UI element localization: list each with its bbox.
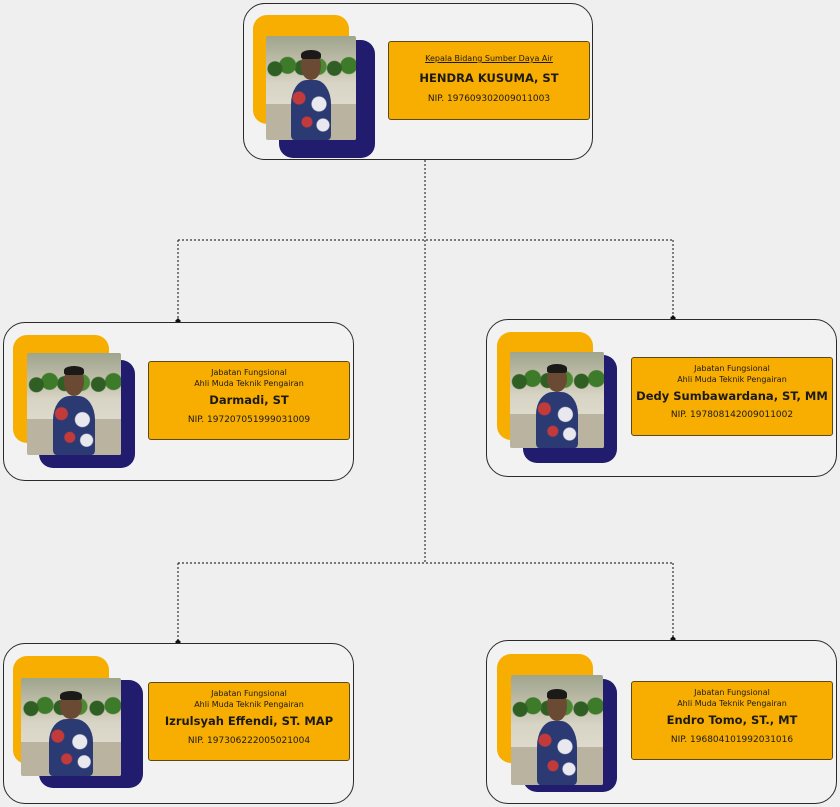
- member-1-info-box: Jabatan Fungsional Ahli Muda Teknik Peng…: [148, 361, 350, 440]
- member-2-role-line2: Ahli Muda Teknik Pengairan: [677, 375, 787, 384]
- member-4-photo: [511, 675, 603, 785]
- member-3-photo: [21, 678, 121, 776]
- member-3-role-line2: Ahli Muda Teknik Pengairan: [194, 700, 304, 709]
- member-1-role-line1: Jabatan Fungsional: [211, 368, 287, 377]
- member-2-nip: NIP. 197808142009011002: [670, 410, 794, 420]
- member-card-1: Jabatan Fungsional Ahli Muda Teknik Peng…: [3, 322, 354, 481]
- member-card-4: Jabatan Fungsional Ahli Muda Teknik Peng…: [486, 640, 837, 804]
- member-2-role-line1: Jabatan Fungsional: [694, 364, 770, 373]
- head-card: Kepala Bidang Sumber Daya Air HENDRA KUS…: [243, 3, 593, 160]
- member-3-info-box: Jabatan Fungsional Ahli Muda Teknik Peng…: [148, 682, 350, 761]
- member-3-nip: NIP. 197306222005021004: [187, 736, 311, 746]
- member-1-nip: NIP. 197207051999031009: [187, 415, 311, 425]
- head-info-box: Kepala Bidang Sumber Daya Air HENDRA KUS…: [388, 41, 590, 120]
- member-2-photo: [510, 352, 604, 448]
- member-4-role-line1: Jabatan Fungsional: [694, 688, 770, 697]
- member-4-info-box: Jabatan Fungsional Ahli Muda Teknik Peng…: [631, 681, 833, 760]
- member-card-3: Jabatan Fungsional Ahli Muda Teknik Peng…: [3, 643, 354, 804]
- member-2-info-box: Jabatan Fungsional Ahli Muda Teknik Peng…: [631, 357, 833, 436]
- head-photo: [266, 36, 356, 140]
- member-4-nip: NIP. 196804101992031016: [670, 735, 794, 745]
- head-nip: NIP. 197609302009011003: [427, 94, 551, 104]
- member-card-2: Jabatan Fungsional Ahli Muda Teknik Peng…: [486, 319, 837, 477]
- head-role: Kepala Bidang Sumber Daya Air: [425, 54, 553, 63]
- member-2-name: Dedy Sumbawardana, ST, MM: [636, 389, 828, 403]
- member-1-name: Darmadi, ST: [209, 393, 289, 407]
- member-3-role-line1: Jabatan Fungsional: [211, 689, 287, 698]
- member-4-role-line2: Ahli Muda Teknik Pengairan: [677, 699, 787, 708]
- member-4-name: Endro Tomo, ST., MT: [666, 713, 798, 727]
- member-1-role-line2: Ahli Muda Teknik Pengairan: [194, 379, 304, 388]
- head-name: HENDRA KUSUMA, ST: [419, 71, 559, 85]
- member-3-name: Izrulsyah Effendi, ST. MAP: [164, 714, 334, 728]
- member-1-photo: [27, 353, 121, 455]
